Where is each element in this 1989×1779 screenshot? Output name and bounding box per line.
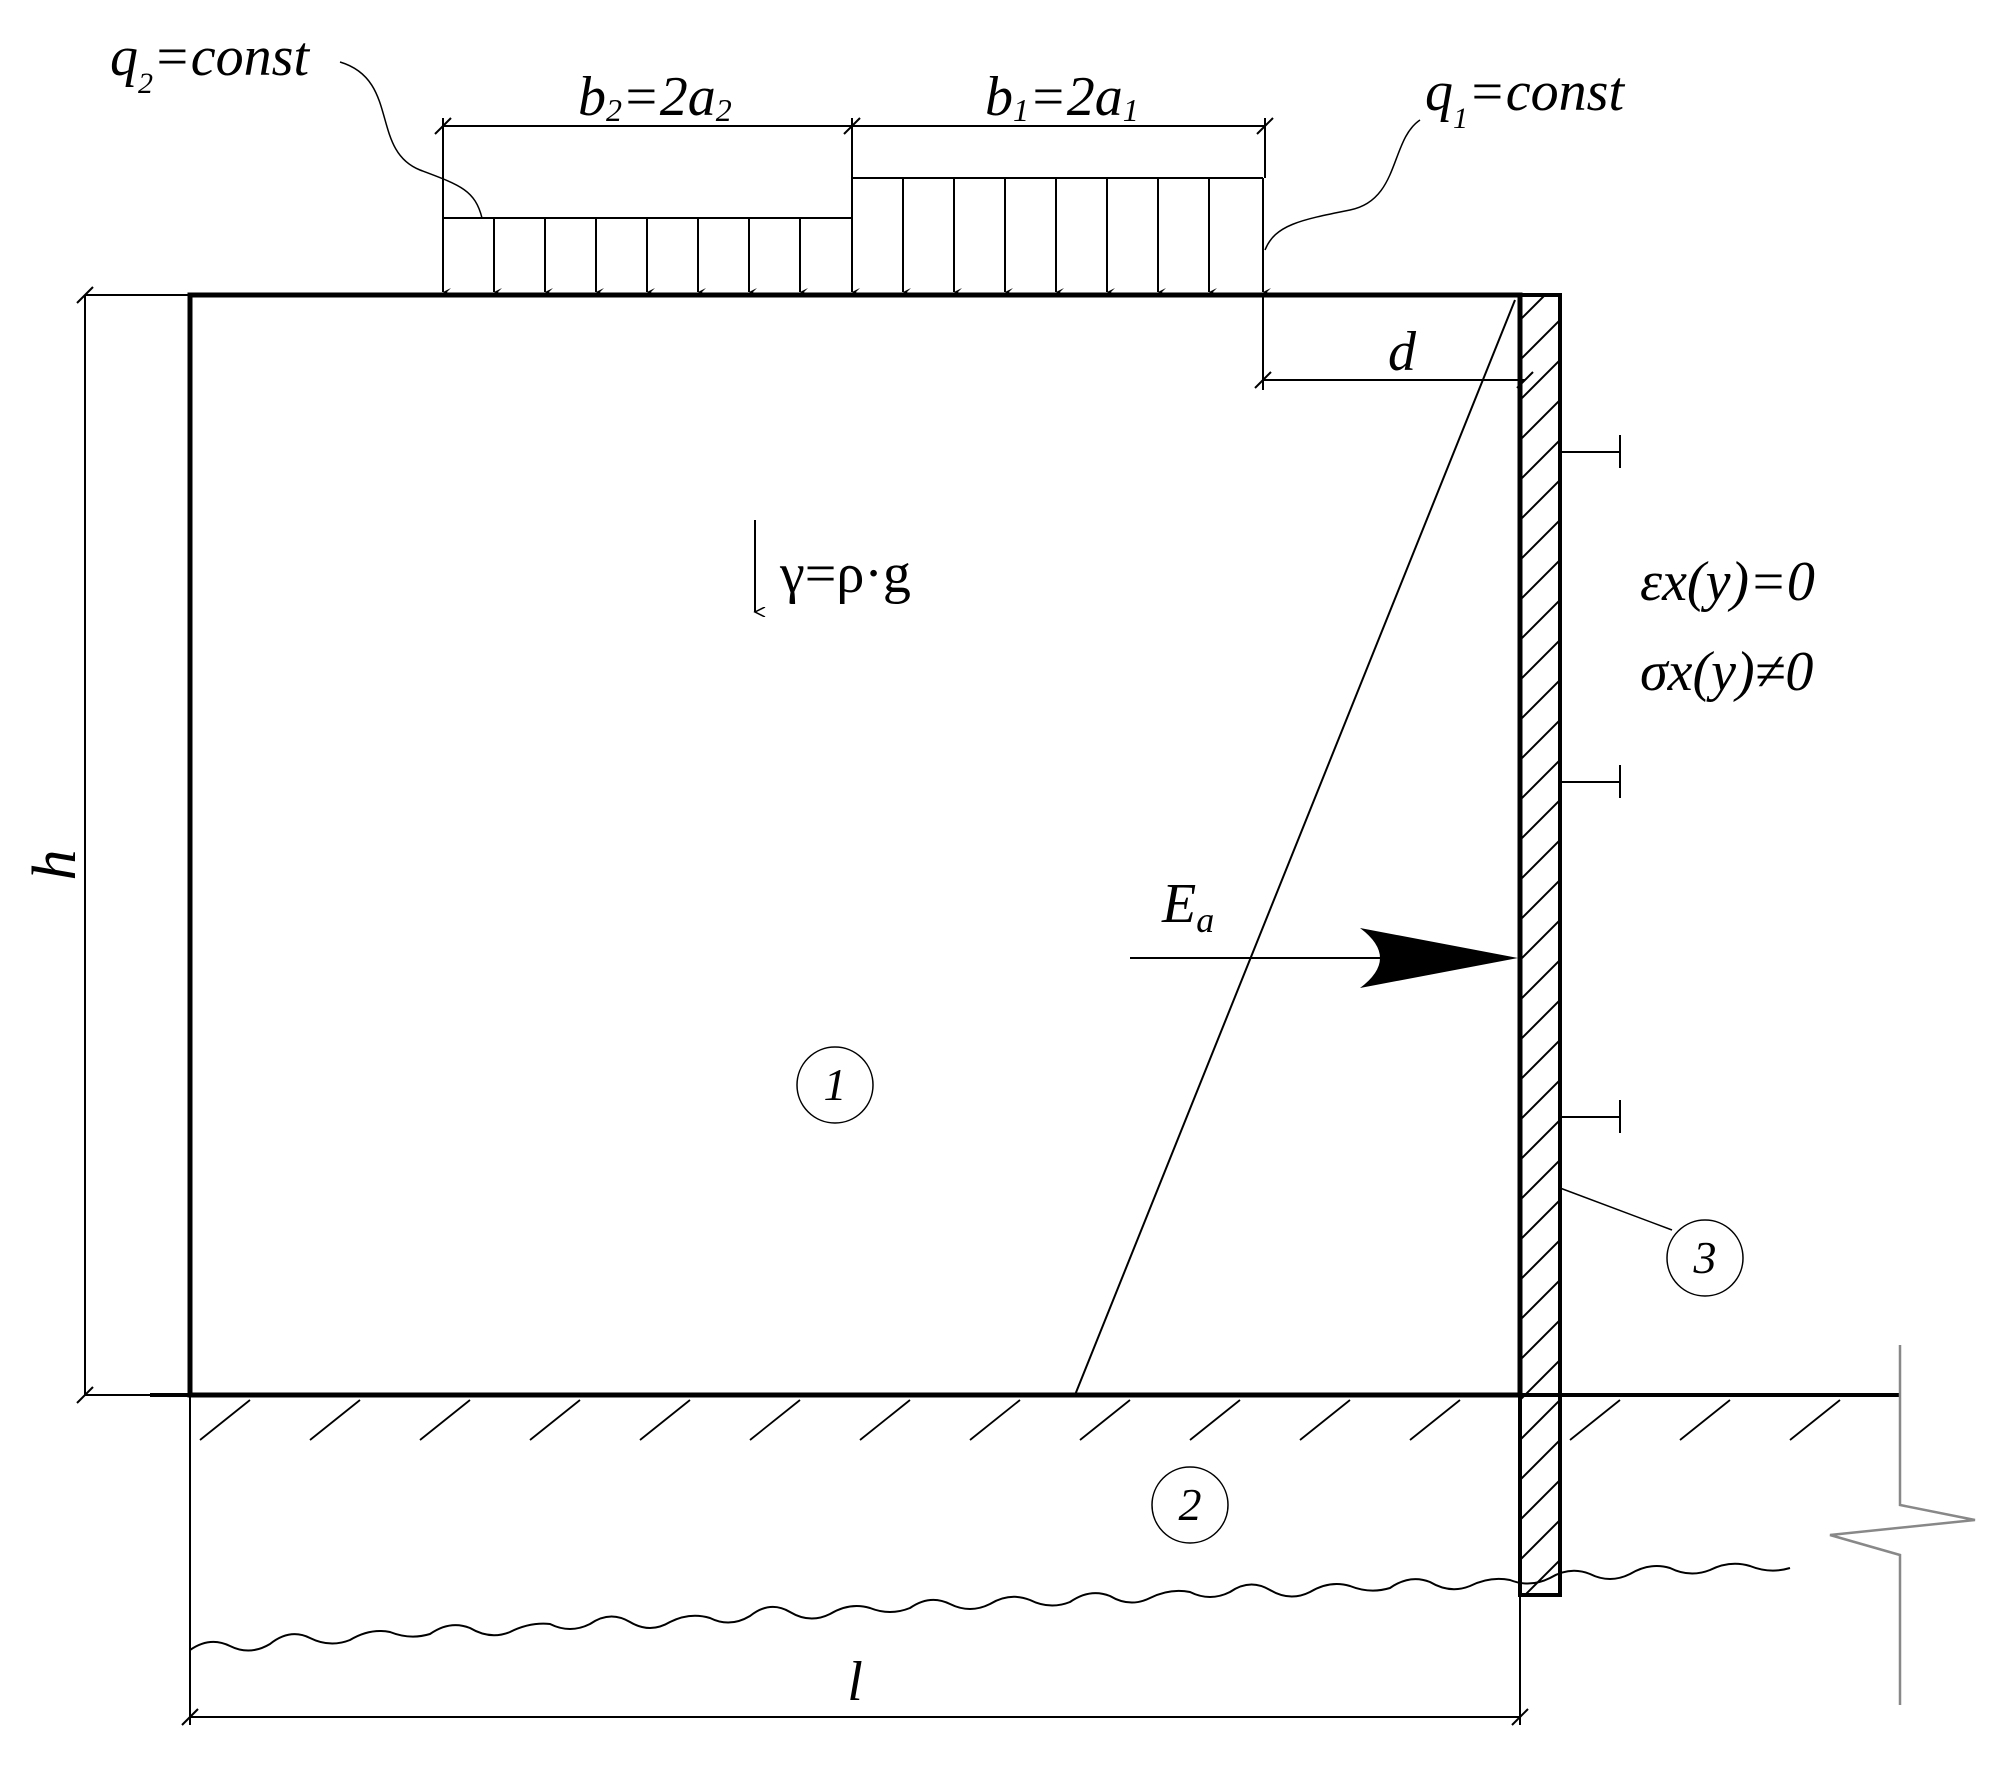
anchors <box>1560 435 1621 1133</box>
load-q2 <box>442 178 860 296</box>
dimension-l <box>181 1395 1529 1726</box>
region-3-label: 3 <box>1693 1232 1717 1283</box>
q2-leader <box>339 61 483 219</box>
label-b1: b1=2a1 <box>985 66 1139 128</box>
label-b2: b2=2a2 <box>578 66 732 128</box>
region-1-marker: 1 <box>796 1046 874 1124</box>
wall-leader <box>1559 1187 1673 1231</box>
retaining-wall <box>1518 293 1562 1597</box>
label-q2: q2=const <box>110 26 310 100</box>
soil-block-outline <box>187 292 1523 1398</box>
dimension-d <box>1254 295 1534 390</box>
region-3-marker: 3 <box>1666 1219 1744 1297</box>
label-gamma: γ=ρ·g <box>779 543 911 605</box>
q1-leader <box>1264 119 1421 251</box>
ea-arrow-head <box>1360 928 1518 988</box>
label-h: h <box>21 850 89 881</box>
load-q1 <box>852 177 1271 296</box>
label-sigma: σx(y)≠0 <box>1640 641 1813 703</box>
label-q1: q1=const <box>1425 61 1625 135</box>
dimension-b <box>434 117 1274 218</box>
dimension-h <box>76 286 190 1404</box>
region-2-label: 2 <box>1179 1479 1202 1530</box>
label-ea: Ea <box>1161 873 1214 940</box>
label-epsilon: εx(y)=0 <box>1640 551 1815 613</box>
ground-hatch <box>199 1399 1841 1441</box>
sliding-wedge-line <box>1074 299 1516 1396</box>
region-2-marker: 2 <box>1151 1466 1229 1544</box>
break-symbol <box>1829 1345 1976 1705</box>
label-d: d <box>1388 321 1417 383</box>
region-1-label: 1 <box>824 1059 847 1110</box>
label-l: l <box>847 1651 863 1713</box>
